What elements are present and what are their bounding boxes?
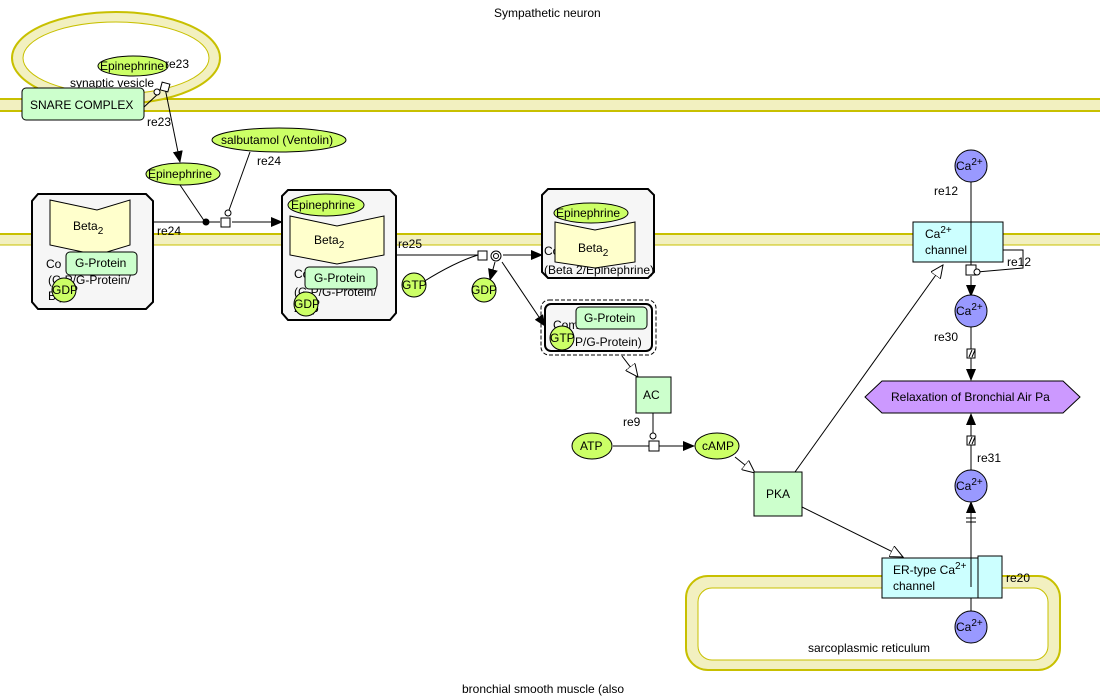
ca-ion-cytosol-2[interactable]: Ca2+ xyxy=(954,469,988,503)
gtp-free[interactable]: GTP xyxy=(401,272,427,298)
sarcoplasmic-reticulum[interactable] xyxy=(685,575,1061,671)
adenylyl-cyclase[interactable]: AC xyxy=(635,376,672,414)
er-channel-label-1: ER-type Ca2+ xyxy=(893,561,967,577)
re12-label-b: re12 xyxy=(1007,255,1031,269)
beta2-label-2: Beta2 xyxy=(314,233,345,251)
gprotein-1-label: G-Protein xyxy=(75,256,126,270)
ca-ion-extracellular[interactable]: Ca2+ xyxy=(954,149,988,183)
ca-channel[interactable]: Ca2+ channel xyxy=(912,221,1004,263)
atp-label: ATP xyxy=(580,439,602,453)
pka-to-ca-channel xyxy=(794,265,943,473)
gtp-4-label: GTP xyxy=(550,331,575,345)
gtp-free-label: GTP xyxy=(402,278,427,292)
epinephrine-vesicle[interactable]: Epinephrine xyxy=(97,55,169,77)
re12-label-a: re12 xyxy=(934,184,958,198)
re24-from-epi xyxy=(177,181,206,223)
camp-to-pka xyxy=(734,456,755,473)
re24-salb xyxy=(227,151,251,214)
svg-text:Ca2+: Ca2+ xyxy=(956,157,983,173)
gprotein-4-label: G-Protein xyxy=(584,311,635,325)
complex1-name: Co xyxy=(46,257,62,271)
re25-split-inner xyxy=(493,253,499,259)
beta2-label-1: Beta2 xyxy=(73,219,104,237)
vesicle-label: synaptic vesicle xyxy=(70,76,154,90)
camp-label: cAMP xyxy=(702,439,734,453)
salbutamol-label: salbutamol (Ventolin) xyxy=(221,133,333,147)
re23-node[interactable] xyxy=(159,81,171,93)
re12-modifier-dot xyxy=(973,268,981,276)
neuron-membrane xyxy=(0,98,1100,112)
er-channel-label-2: channel xyxy=(893,579,935,593)
epinephrine-free-label: Epinephrine xyxy=(148,167,212,181)
complex-epinephrine-beta2-gprotein[interactable]: Beta2 Epinephrine Co (G P/G-Protein/ 2/E… xyxy=(281,189,397,321)
complex3-epinephrine-label: Epinephrine xyxy=(556,206,620,220)
complex-beta2-epinephrine[interactable]: Co (Beta 2/Epinephrine) Beta2 Epinephrin… xyxy=(541,188,655,279)
complex4-name-2: P/G-Protein) xyxy=(575,335,642,349)
epinephrine-free[interactable]: Epinephrine xyxy=(145,162,221,186)
beta2-label-3: Beta2 xyxy=(578,241,609,259)
atp[interactable]: ATP xyxy=(571,432,613,460)
re30-label: re30 xyxy=(934,330,958,344)
re25-to-gdp xyxy=(488,261,498,281)
epinephrine-vesicle-label: Epinephrine xyxy=(100,59,164,73)
re25-gtp xyxy=(422,254,479,283)
svg-text:Ca2+: Ca2+ xyxy=(956,477,983,493)
re24-label-b: re24 xyxy=(157,224,181,238)
re23-edge xyxy=(164,87,183,163)
ca-ion-cytosol-1[interactable]: Ca2+ xyxy=(954,294,988,328)
re25-to-complex4 xyxy=(501,261,546,327)
svg-text:Ca2+: Ca2+ xyxy=(956,302,983,318)
re25-node[interactable] xyxy=(477,250,488,261)
re24-label-a: re24 xyxy=(257,154,281,168)
re31-label: re31 xyxy=(977,451,1001,465)
re9-node[interactable] xyxy=(648,440,660,452)
pka[interactable]: PKA xyxy=(753,471,803,517)
ca-channel-label-1: Ca2+ xyxy=(925,225,952,241)
re23-modifier-dot xyxy=(153,88,161,96)
re24-join-dot xyxy=(202,218,210,226)
gdp-free[interactable]: GDP xyxy=(471,277,497,303)
re9-label: re9 xyxy=(623,415,641,429)
camp[interactable]: cAMP xyxy=(694,432,740,460)
pka-label: PKA xyxy=(766,487,790,501)
re25-label: re25 xyxy=(398,237,422,251)
ac-label: AC xyxy=(643,388,660,402)
gdp-free-label: GDP xyxy=(471,283,497,297)
complex2-epinephrine-label: Epinephrine xyxy=(291,198,355,212)
er-ca-channel[interactable]: ER-type Ca2+ channel xyxy=(881,555,1003,599)
re20-label: re20 xyxy=(1006,571,1030,585)
re9-modifier-dot xyxy=(649,432,657,440)
neuron-label: Sympathetic neuron xyxy=(494,6,601,20)
svg-text:Ca2+: Ca2+ xyxy=(956,618,983,634)
gdp-2-label: GDP xyxy=(294,297,320,311)
re24-modifier-dot xyxy=(224,209,232,217)
ca-ion-sr[interactable]: Ca2+ xyxy=(954,610,988,644)
re12-mod xyxy=(976,249,1024,273)
relaxation-label: Relaxation of Bronchial Air Pa xyxy=(891,390,1050,404)
complex-beta2-gprotein[interactable]: Beta2 Co (G P/G-Protein/ B ) G-Protein G… xyxy=(31,193,154,310)
complex-gtp-gprotein[interactable]: Com P/G-Protein) G-Protein GTP xyxy=(540,299,657,356)
re23-label-b: re23 xyxy=(147,115,171,129)
gdp-1-label: GDP xyxy=(52,283,78,297)
complex3-name-2: (Beta 2/Epinephrine) xyxy=(544,263,654,277)
ca-channel-label-2: channel xyxy=(925,243,967,257)
pka-to-er-channel xyxy=(801,506,903,557)
relaxation-phenotype[interactable]: Relaxation of Bronchial Air Pa xyxy=(864,380,1081,414)
complex4-to-ac xyxy=(621,355,638,377)
snare-label: SNARE COMPLEX xyxy=(30,98,133,112)
sr-label: sarcoplasmic reticulum xyxy=(808,641,930,655)
gprotein-2-label: G-Protein xyxy=(314,271,365,285)
muscle-label: bronchial smooth muscle (also xyxy=(462,682,624,696)
re23-label-a: re23 xyxy=(165,57,189,71)
salbutamol[interactable]: salbutamol (Ventolin) xyxy=(211,127,347,153)
snare-complex[interactable]: SNARE COMPLEX xyxy=(21,87,145,121)
re24-node[interactable] xyxy=(220,217,231,228)
